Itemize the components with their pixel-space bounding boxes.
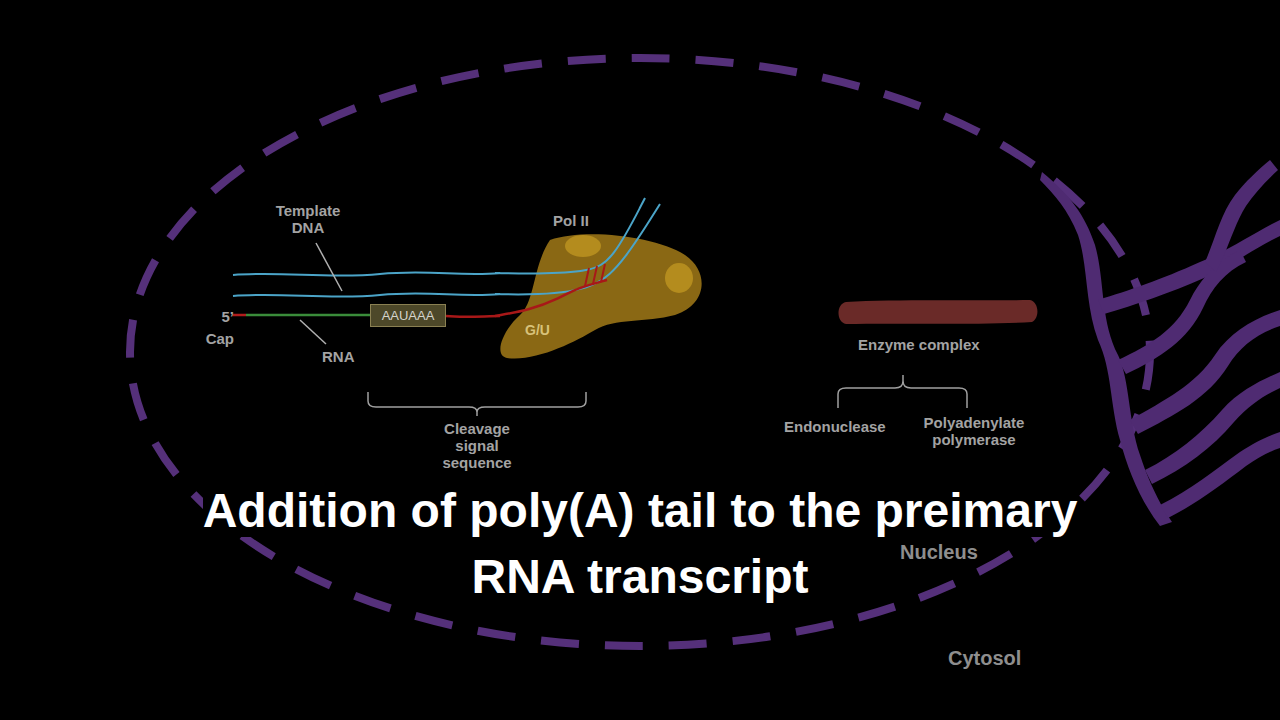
enzyme-bar [839,300,1038,324]
node-heading: Enzyme complex [858,336,980,353]
leader-lines [300,243,342,344]
structure-label: 5’ Cap [196,306,234,350]
compartment-label: Nucleus [900,540,978,564]
leader-line [300,320,326,344]
pol-ii-illustration [495,210,710,365]
dna-strand [495,204,660,294]
enzyme-complex: Enzyme complex [836,298,1040,356]
label-text: RNA [322,348,355,365]
label-text: 5’ Cap [206,308,234,347]
region-label: Cleavage signal sequence [432,420,522,471]
node-heading: Pol II [553,212,589,229]
polymerase-shape: Pol II G/U [495,210,710,365]
label-text: Template DNA [276,202,341,236]
endoplasmic-reticulum [1040,160,1280,526]
polymerase-lobe [565,235,601,257]
label-text: Polyadenylate polymerase [924,414,1025,448]
rna-strand [246,314,372,317]
label-text: Endonuclease [784,418,886,435]
signal-sequence: AAUAAA [377,308,439,323]
site-label: G/U [525,322,550,338]
structure-label: Template DNA [268,202,348,236]
leader-line [316,243,342,291]
template-dna [233,272,500,296]
dna-strand [233,293,500,296]
bracket [368,392,586,416]
polymerase-lobe [665,263,693,293]
bracket [838,375,967,408]
enzyme-label: Endonuclease [784,418,886,435]
er-branch [1130,310,1280,434]
er-branch [1098,220,1280,314]
base-pairing [585,264,605,286]
er-branch [1145,372,1280,484]
brackets [368,375,967,416]
dna-strand [495,198,645,274]
rna-strand [495,280,607,316]
label-text: Nucleus [900,541,978,563]
nucleus-envelope [130,58,1150,646]
compartment-label: Cytosol [948,646,1021,670]
label-text: Cleavage signal sequence [442,420,511,471]
label-text: Cytosol [948,647,1021,669]
enzyme-illustration [836,298,1040,326]
five-prime-cap [233,314,246,317]
dna-strand [233,272,500,275]
er-branch [1205,160,1278,272]
signal-box: AAUAAA [370,304,446,327]
caption-text: Addition of poly(A) tail to the preimary… [203,484,1078,603]
enzyme-label: Polyadenylate polymerase [912,414,1036,448]
caption: Addition of poly(A) tail to the preimary… [190,478,1090,610]
polymerase-body [500,234,701,358]
structure-label: RNA [322,348,355,365]
er-branch [1160,432,1280,518]
rna-strand [446,315,500,318]
